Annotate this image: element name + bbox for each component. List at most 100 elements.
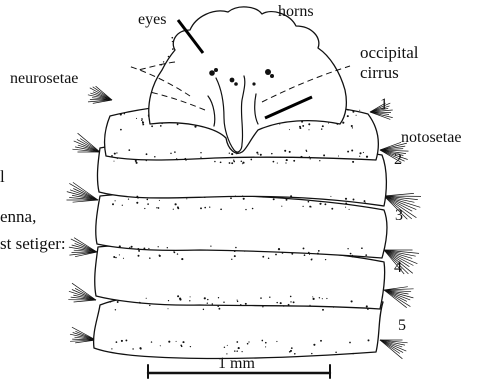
left-label-line2: enna, [0, 207, 36, 226]
stipple-dot [189, 300, 190, 301]
segment-number-2: 2 [394, 151, 402, 168]
stipple-dot [119, 245, 121, 247]
stipple-dot [302, 206, 303, 207]
stipple-dot [345, 202, 347, 204]
stipple-dot [311, 206, 312, 207]
stipple-dot [242, 163, 243, 164]
stipple-dot [352, 127, 353, 128]
stipple-dot [268, 257, 270, 259]
stipple-dot [365, 254, 367, 256]
stipple-dot [207, 299, 208, 300]
stipple-dot [347, 115, 349, 117]
stipple-dot [353, 199, 355, 201]
stipple-dot [273, 198, 275, 200]
stipple-dot [265, 342, 267, 344]
stipple-dot [347, 109, 348, 110]
stipple-dot [241, 160, 243, 162]
stipple-dot [110, 301, 111, 302]
stipple-dot [237, 301, 238, 302]
stipple-dot [289, 129, 290, 130]
stipple-dot [140, 348, 142, 350]
stipple-dot [190, 296, 191, 297]
stipple-dot [244, 250, 245, 251]
stipple-dot [352, 255, 354, 257]
stipple-dot [245, 209, 246, 210]
stipple-dot [182, 341, 184, 343]
stipple-dot [138, 250, 140, 252]
stipple-dot [284, 150, 286, 152]
stipple-dot [356, 115, 357, 116]
occipital-cirrus-label-line2: cirrus [360, 63, 399, 82]
stipple-dot [349, 342, 351, 344]
stipple-dot [236, 350, 238, 352]
stipple-dot [276, 341, 277, 342]
stipple-dot [262, 306, 263, 307]
stipple-dot [303, 247, 305, 249]
stipple-dot [230, 197, 232, 199]
stipple-dot [136, 118, 137, 119]
stipple-dot [364, 200, 366, 202]
stipple-dot [234, 255, 236, 257]
stipple-dot [181, 258, 183, 260]
stipple-dot [312, 296, 313, 297]
stipple-dot [365, 202, 366, 203]
stipple-dot [149, 257, 151, 259]
stipple-dot [347, 248, 348, 249]
stipple-dot [115, 309, 116, 310]
stipple-dot [131, 246, 133, 248]
stipple-dot [368, 339, 370, 341]
chaeta [384, 290, 407, 308]
stipple-dot [231, 162, 233, 164]
stipple-dot [240, 304, 241, 305]
stipple-dot [146, 298, 147, 299]
stipple-dot [275, 254, 277, 256]
stipple-dot [262, 256, 264, 258]
stipple-dot [173, 209, 174, 210]
stipple-dot [120, 129, 122, 131]
stipple-dot [313, 344, 315, 346]
stipple-dot [156, 207, 157, 208]
stipple-dot [319, 160, 320, 161]
stipple-dot [115, 257, 116, 258]
stipple-dot [322, 125, 324, 127]
stipple-dot [116, 152, 117, 153]
stipple-dot [351, 150, 353, 152]
stipple-dot [248, 341, 249, 342]
stipple-dot [245, 304, 246, 305]
stipple-dot [111, 348, 112, 349]
segment-number-5: 5 [398, 317, 406, 334]
stipple-dot [260, 297, 262, 299]
stipple-dot [309, 305, 310, 306]
stipple-dot [168, 308, 169, 309]
stipple-dot [308, 129, 309, 130]
stipple-dot [174, 151, 176, 153]
stipple-dot [212, 303, 213, 304]
stipple-dot [172, 48, 174, 50]
stipple-dot [322, 298, 323, 299]
stipple-dot [319, 297, 320, 298]
stipple-dot [173, 251, 174, 252]
chaeta [73, 182, 98, 200]
stipple-dot [200, 152, 201, 153]
stipple-dot [119, 254, 120, 255]
stipple-dot [323, 154, 325, 156]
stipple-dot [243, 198, 245, 200]
stipple-dot [177, 295, 179, 297]
stipple-dot [345, 207, 346, 208]
segment-number-1: 1 [380, 96, 388, 113]
stipple-dot [361, 247, 363, 249]
stipple-dot [148, 248, 149, 249]
stipple-dot [313, 298, 315, 300]
stipple-dot [229, 153, 230, 154]
stipple-dot [210, 245, 211, 246]
stipple-dot [218, 297, 219, 298]
stipple-dot [281, 206, 282, 207]
neurosetae-label: neurosetae [10, 70, 78, 87]
stipple-dot [283, 305, 285, 307]
stipple-dot [151, 125, 153, 127]
stipple-dot [142, 122, 144, 124]
stipple-dot [304, 254, 306, 256]
stipple-dot [367, 308, 369, 310]
stipple-dot [151, 341, 152, 342]
stipple-dot [366, 156, 368, 158]
